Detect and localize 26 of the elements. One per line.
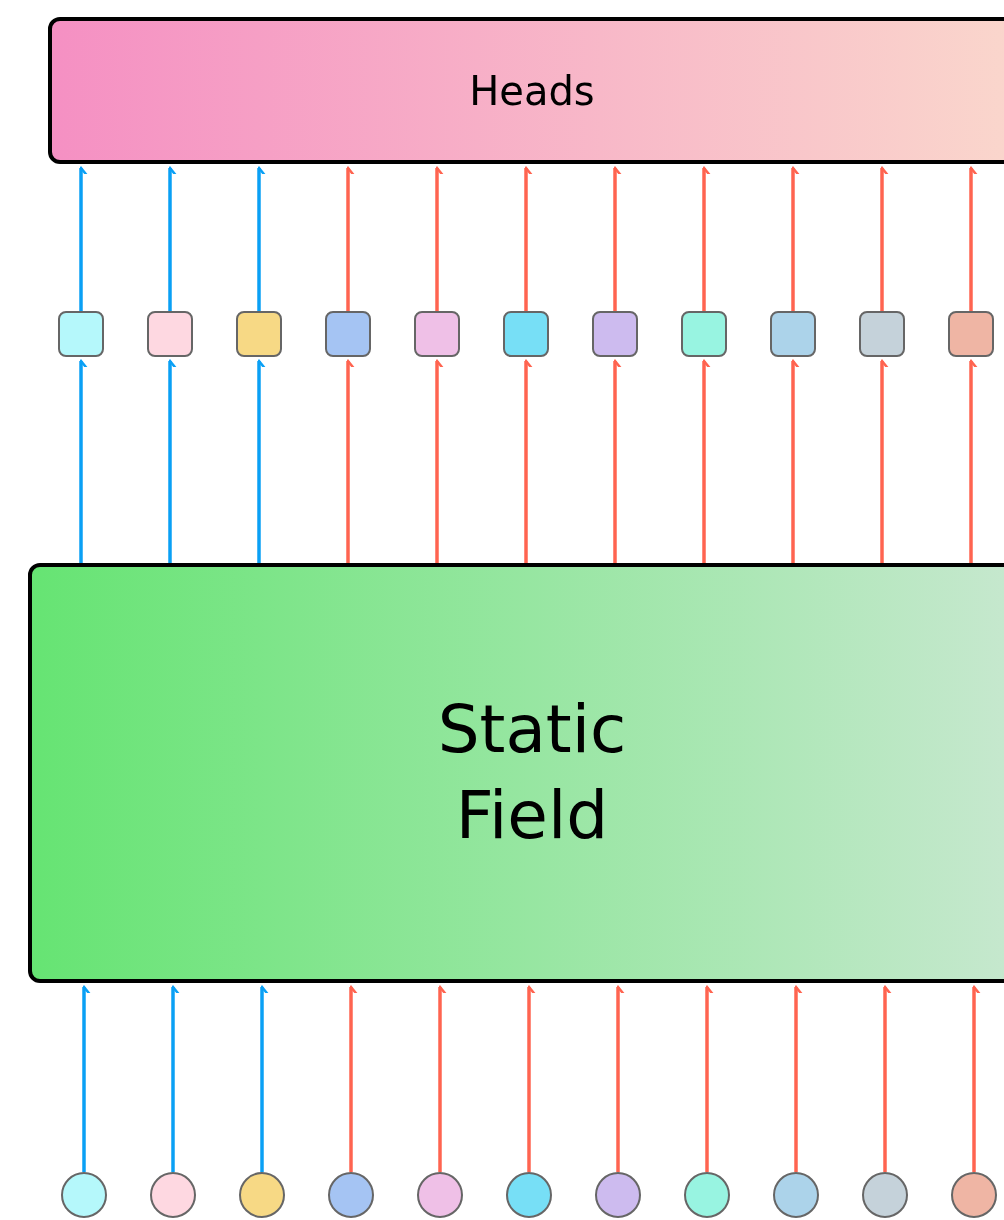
static-field-box (28, 563, 1004, 983)
token-square (325, 311, 371, 357)
box-label: Heads (469, 66, 595, 116)
token-square (948, 311, 994, 357)
token-square (503, 311, 549, 357)
token-circle (506, 1172, 552, 1218)
token-square (414, 311, 460, 357)
token-circle (595, 1172, 641, 1218)
token-square (592, 311, 638, 357)
token-circle (862, 1172, 908, 1218)
token-circle (684, 1172, 730, 1218)
token-circle (61, 1172, 107, 1218)
token-square (147, 311, 193, 357)
heads-box (48, 17, 1004, 164)
token-square (859, 311, 905, 357)
token-circle (239, 1172, 285, 1218)
token-circle (951, 1172, 997, 1218)
token-square (681, 311, 727, 357)
token-square (58, 311, 104, 357)
token-circle (150, 1172, 196, 1218)
token-circle (773, 1172, 819, 1218)
token-square (770, 311, 816, 357)
token-square (236, 311, 282, 357)
token-circle (417, 1172, 463, 1218)
token-circle (328, 1172, 374, 1218)
box-label: Static Field (436, 690, 628, 856)
